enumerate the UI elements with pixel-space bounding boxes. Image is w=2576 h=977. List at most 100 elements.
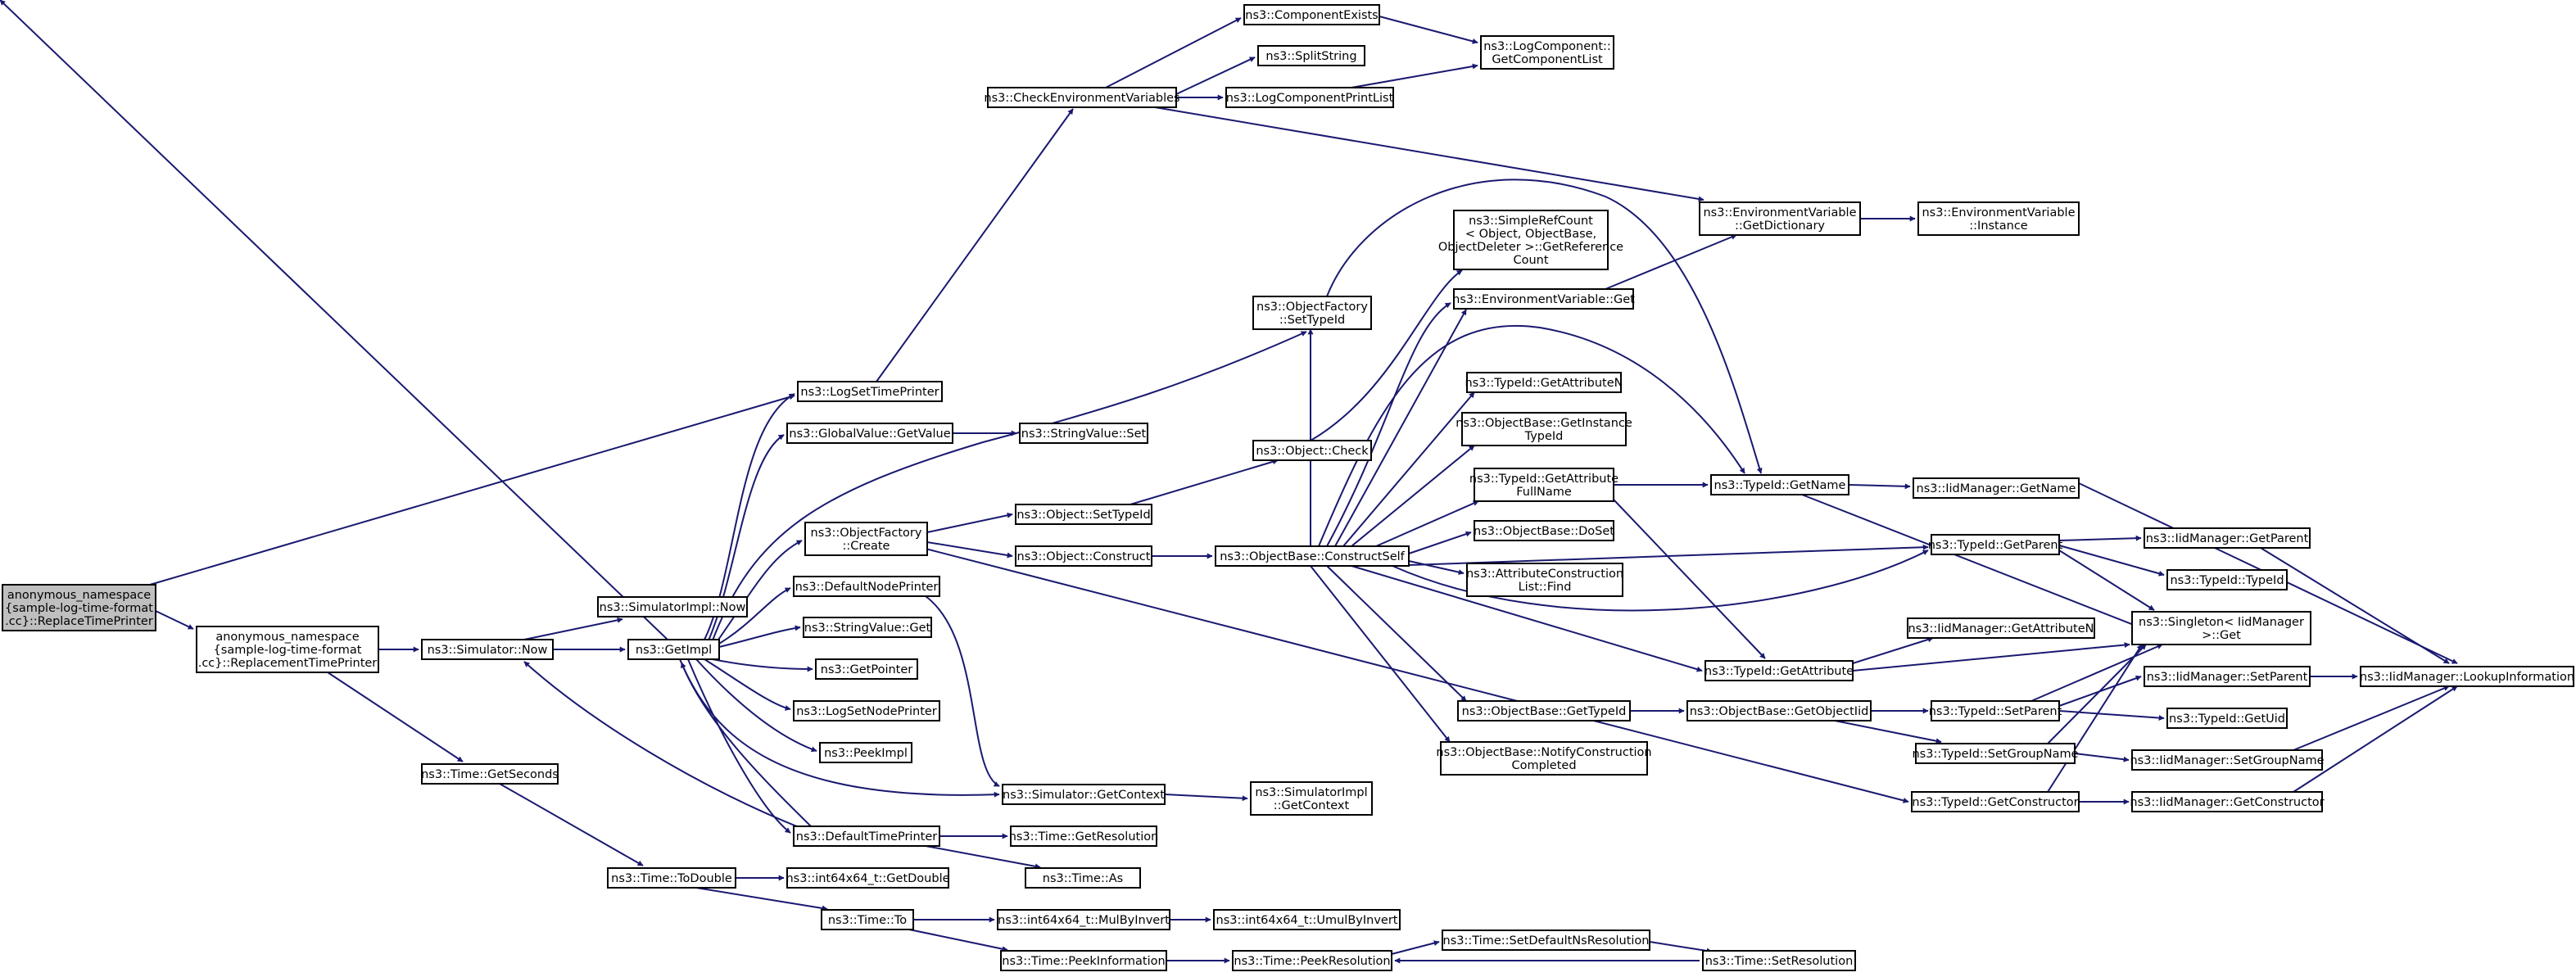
node-iidGetParent[interactable]: ns3::IidManager::GetParent: [2144, 527, 2311, 549]
edge-envGet-to-envGetDictionary: [1605, 234, 1737, 290]
node-box: [1213, 909, 1401, 930]
node-simulatorNow[interactable]: ns3::Simulator::Now: [421, 639, 554, 660]
node-typeIdGetConstructor[interactable]: ns3::TypeId::GetConstructor: [1911, 791, 2080, 812]
edge-constructSelf-to-envGet: [1334, 309, 1467, 547]
node-typeIdTypeId[interactable]: ns3::TypeId::TypeId: [2166, 569, 2288, 590]
node-componentExists[interactable]: ns3::ComponentExists: [1243, 4, 1380, 25]
edge-typeIdSetGroupName-to-singletonGet: [2047, 644, 2147, 744]
node-getResolution[interactable]: ns3::Time::GetResolution: [1009, 825, 1159, 847]
node-typeIdSetParent[interactable]: ns3::TypeId::SetParent: [1929, 700, 2062, 721]
node-iidGetAttributeN[interactable]: ns3::IidManager::GetAttributeN: [1907, 617, 2095, 639]
node-stringValueSet[interactable]: ns3::StringValue::Set: [1019, 423, 1148, 444]
node-objSetTypeId[interactable]: ns3::Object::SetTypeId: [1015, 504, 1152, 525]
node-label: anonymous_namespace: [215, 631, 359, 644]
node-iidGetName[interactable]: ns3::IidManager::GetName: [1913, 477, 2080, 499]
node-defaultNodePrinter[interactable]: ns3::DefaultNodePrinter: [793, 576, 940, 597]
node-peekImpl[interactable]: ns3::PeekImpl: [819, 742, 912, 763]
node-int64GetDouble[interactable]: ns3::int64x64_t::GetDouble: [785, 867, 950, 889]
node-simpleRefCount[interactable]: ns3::SimpleRefCount< Object, ObjectBase,…: [1438, 210, 1623, 270]
node-box: [1705, 660, 1854, 681]
node-setResolution[interactable]: ns3::Time::SetResolution: [1702, 950, 1856, 971]
node-lookupInformation[interactable]: ns3::IidManager::LookupInformation: [2360, 666, 2574, 687]
node-typeIdGetParent[interactable]: ns3::TypeId::GetParent: [1928, 534, 2063, 555]
node-notifyConstruction[interactable]: ns3::ObjectBase::NotifyConstructionCompl…: [1436, 741, 1652, 776]
node-simImplGetContext[interactable]: ns3::SimulatorImpl::GetContext: [1250, 781, 1373, 816]
node-checkEnv[interactable]: ns3::CheckEnvironmentVariables: [984, 87, 1180, 108]
node-defaultTimePrinter[interactable]: ns3::DefaultTimePrinter: [793, 825, 940, 847]
edge-iidSetGroupName-to-lookupInformation: [2293, 685, 2450, 751]
node-objCheck[interactable]: ns3::Object::Check: [1252, 440, 1372, 461]
edge-checkEnv-to-componentExists: [1105, 17, 1242, 88]
node-box: [793, 576, 940, 597]
node-typeIdSetGroupName[interactable]: ns3::TypeId::SetGroupName: [1912, 743, 2079, 764]
node-box: [1453, 210, 1609, 270]
node-box: [607, 867, 736, 889]
node-replacement[interactable]: anonymous_namespace{sample-log-time-form…: [196, 626, 379, 673]
node-peekResolution[interactable]: ns3::Time::PeekResolution: [1232, 950, 1392, 971]
node-getSeconds[interactable]: ns3::Time::GetSeconds: [421, 763, 559, 785]
node-objBaseGetTypeId[interactable]: ns3::ObjectBase::GetTypeId: [1457, 700, 1631, 721]
node-peekInformation[interactable]: ns3::Time::PeekInformation: [1000, 950, 1167, 971]
node-label: ns3::TypeId::SetParent: [1929, 705, 2062, 718]
node-label: ns3::DefaultTimePrinter: [796, 830, 937, 844]
node-splitString[interactable]: ns3::SplitString: [1257, 45, 1365, 66]
node-envGet[interactable]: ns3::EnvironmentVariable::Get: [1452, 288, 1635, 310]
node-getAttributeN[interactable]: ns3::TypeId::GetAttributeN: [1465, 372, 1623, 393]
node-typeIdGetUid[interactable]: ns3::TypeId::GetUid: [2166, 708, 2288, 729]
node-umulByInvert[interactable]: ns3::int64x64_t::UmulByInvert: [1213, 909, 1401, 930]
node-root[interactable]: anonymous_namespace{sample-log-time-form…: [2, 584, 156, 631]
node-timeAs[interactable]: ns3::Time::As: [1025, 867, 1141, 889]
node-stringValueGet[interactable]: ns3::StringValue::Get: [803, 617, 932, 638]
edge-objSetTypeId-to-objCheck: [1130, 459, 1279, 505]
node-getImpl[interactable]: ns3::GetImpl: [627, 639, 720, 660]
node-box: [1250, 781, 1373, 816]
node-box: [1215, 545, 1410, 567]
node-label: ns3::IidManager::GetParent: [2146, 532, 2309, 545]
node-label: ns3::IidManager::GetConstructor: [2130, 796, 2324, 809]
node-label: ns3::TypeId::GetParent: [1928, 539, 2063, 552]
node-objFactorySetTypeId[interactable]: ns3::ObjectFactory::SetTypeId: [1252, 296, 1372, 330]
node-label: ns3::Time::SetResolution: [1705, 955, 1854, 968]
node-toDouble[interactable]: ns3::Time::ToDouble: [607, 867, 736, 889]
node-logSetNodePrinter[interactable]: ns3::LogSetNodePrinter: [793, 700, 940, 721]
node-iidSetParent[interactable]: ns3::IidManager::SetParent: [2144, 666, 2311, 687]
node-constructSelf[interactable]: ns3::ObjectBase::ConstructSelf: [1215, 545, 1410, 567]
edge-typeIdGetParent-to-singletonGet: [2058, 550, 2155, 611]
node-label: ns3::TypeId::GetConstructor: [1912, 796, 2078, 809]
node-box: [804, 522, 928, 556]
node-objConstruct[interactable]: ns3::Object::Construct: [1015, 545, 1152, 567]
node-singletonGet[interactable]: ns3::Singleton< IidManager >::Get: [2131, 611, 2311, 645]
node-typeIdGetName[interactable]: ns3::TypeId::GetName: [1710, 474, 1849, 495]
node-box: [1911, 791, 2080, 812]
node-typeIdGetAttribute[interactable]: ns3::TypeId::GetAttribute: [1705, 660, 1854, 681]
node-doSet[interactable]: ns3::ObjectBase::DoSet: [1474, 520, 1614, 541]
node-logSetTimePrinter[interactable]: ns3::LogSetTimePrinter: [797, 381, 943, 402]
node-getComponentList[interactable]: ns3::LogComponent::GetComponentList: [1480, 35, 1614, 70]
node-box: [997, 909, 1170, 930]
edge-getSeconds-to-toDouble: [499, 783, 644, 866]
node-simImplNow[interactable]: ns3::SimulatorImpl::Now: [597, 596, 748, 617]
node-setDefaultNsRes[interactable]: ns3::Time::SetDefaultNsResolution: [1442, 930, 1650, 951]
node-objFactoryCreate[interactable]: ns3::ObjectFactory::Create: [804, 522, 928, 556]
node-getObjectIid[interactable]: ns3::ObjectBase::GetObjectIid: [1686, 700, 1872, 721]
node-envGetDictionary[interactable]: ns3::EnvironmentVariable::GetDictionary: [1699, 201, 1861, 236]
node-label: ns3::LogComponentPrintList: [1226, 92, 1394, 105]
node-iidGetConstructor[interactable]: ns3::IidManager::GetConstructor: [2130, 791, 2325, 812]
node-timeTo[interactable]: ns3::Time::To: [821, 909, 914, 930]
node-envInstance[interactable]: ns3::EnvironmentVariable::Instance: [1917, 201, 2080, 236]
node-box: [1025, 867, 1141, 889]
node-simGetContext[interactable]: ns3::Simulator::GetContext: [1002, 784, 1166, 805]
node-mulByInvert[interactable]: ns3::int64x64_t::MulByInvert: [997, 909, 1170, 930]
node-logComponentPrintList[interactable]: ns3::LogComponentPrintList: [1225, 87, 1394, 108]
node-box: [421, 763, 559, 785]
node-iidSetGroupName[interactable]: ns3::IidManager::SetGroupName: [2130, 749, 2325, 771]
node-box: [793, 825, 940, 847]
edge-getObjectIid-to-typeIdSetGroupName: [1834, 720, 1942, 744]
node-label: ns3::Simulator::GetContext: [1003, 789, 1165, 802]
node-label: ns3::GetImpl: [636, 644, 712, 657]
node-globalGetValue[interactable]: ns3::GlobalValue::GetValue: [786, 423, 953, 444]
node-getPointer[interactable]: ns3::GetPointer: [815, 658, 918, 680]
